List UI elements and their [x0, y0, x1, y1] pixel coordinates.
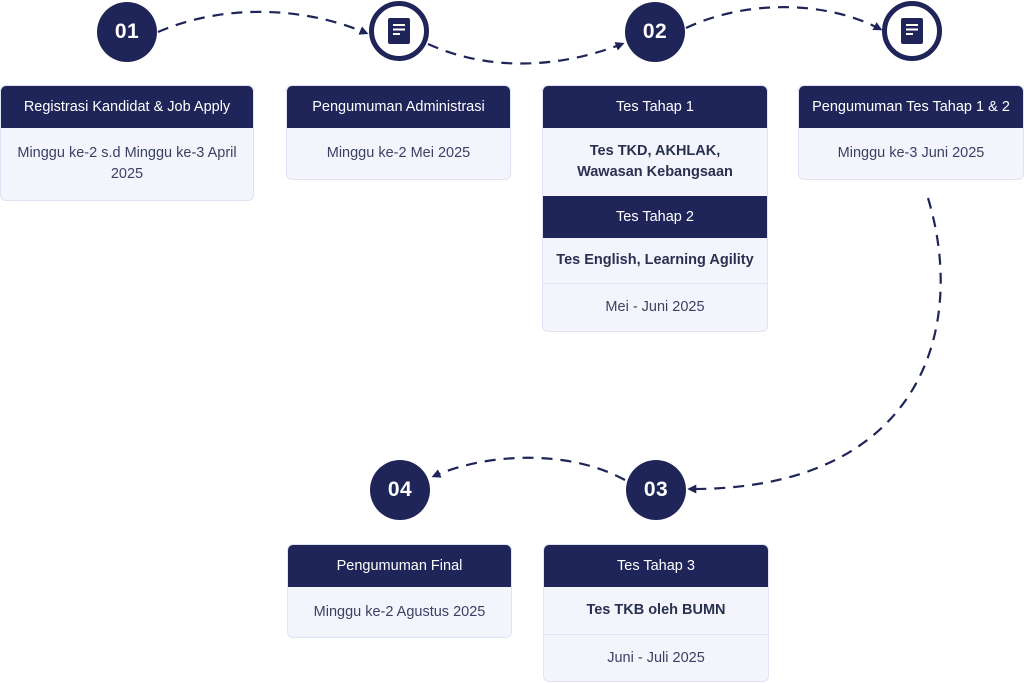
card-pengumuman-tes: Pengumuman Tes Tahap 1 & 2 Minggu ke-3 J…: [798, 85, 1024, 180]
step-04-label: 04: [387, 478, 413, 501]
step-03-badge: 03: [626, 460, 686, 520]
card-pengumuman-final-date: Minggu ke-2 Agustus 2025: [313, 603, 486, 620]
card-pengumuman-tes-title: Pengumuman Tes Tahap 1 & 2: [799, 86, 1023, 128]
card-registrasi: Registrasi Kandidat & Job Apply Minggu k…: [0, 85, 254, 201]
card-tes-tahap-1-2: Tes Tahap 1 Tes TKD, AKHLAK, Wawasan Keb…: [542, 85, 768, 332]
doc-node-1: [369, 1, 429, 61]
card-tes-tahap-2-detail: Tes English, Learning Agility: [556, 252, 754, 268]
connector-doc-to-02: [427, 42, 625, 65]
card-registrasi-date: Minggu ke-2 s.d Minggu ke-3 April 2025: [17, 145, 237, 182]
connector-03-to-04: [431, 456, 626, 481]
document-icon: [388, 18, 410, 44]
step-03-label: 03: [643, 478, 669, 501]
card-pengumuman-administrasi-date: Minggu ke-2 Mei 2025: [326, 145, 471, 161]
card-tes-tahap-3-detail: Tes TKB oleh BUMN: [586, 602, 726, 618]
card-pengumuman-final: Pengumuman Final Minggu ke-2 Agustus 202…: [287, 544, 512, 638]
card-tes-tahap-1-title: Tes Tahap 1: [543, 86, 767, 128]
card-pengumuman-administrasi: Pengumuman Administrasi Minggu ke-2 Mei …: [286, 85, 511, 180]
step-01-label: 01: [114, 20, 140, 43]
connector-01-to-doc: [157, 10, 369, 35]
card-pengumuman-administrasi-title: Pengumuman Administrasi: [287, 86, 510, 128]
connector-02-to-doc: [685, 6, 883, 31]
connector-doc-to-03: [687, 197, 942, 494]
card-pengumuman-final-title: Pengumuman Final: [288, 545, 511, 587]
card-tes-tahap-3-date: Juni - Juli 2025: [544, 634, 768, 681]
card-tes-tahap-2-title: Tes Tahap 2: [543, 196, 767, 238]
card-registrasi-title: Registrasi Kandidat & Job Apply: [1, 86, 253, 128]
step-01-badge: 01: [97, 2, 157, 62]
step-04-badge: 04: [370, 460, 430, 520]
card-pengumuman-tes-date: Minggu ke-3 Juni 2025: [837, 145, 985, 161]
card-tes-tahap-3: Tes Tahap 3 Tes TKB oleh BUMN Juni - Jul…: [543, 544, 769, 682]
card-tes-tahap-1-detail: Tes TKD, AKHLAK, Wawasan Kebangsaan: [577, 143, 733, 180]
doc-node-2: [882, 1, 942, 61]
step-02-label: 02: [642, 20, 668, 43]
card-tes-tahap-3-title: Tes Tahap 3: [544, 545, 768, 587]
step-02-badge: 02: [625, 2, 685, 62]
card-tes-tahap-1-2-date: Mei - Juni 2025: [543, 283, 767, 331]
document-icon: [901, 18, 923, 44]
